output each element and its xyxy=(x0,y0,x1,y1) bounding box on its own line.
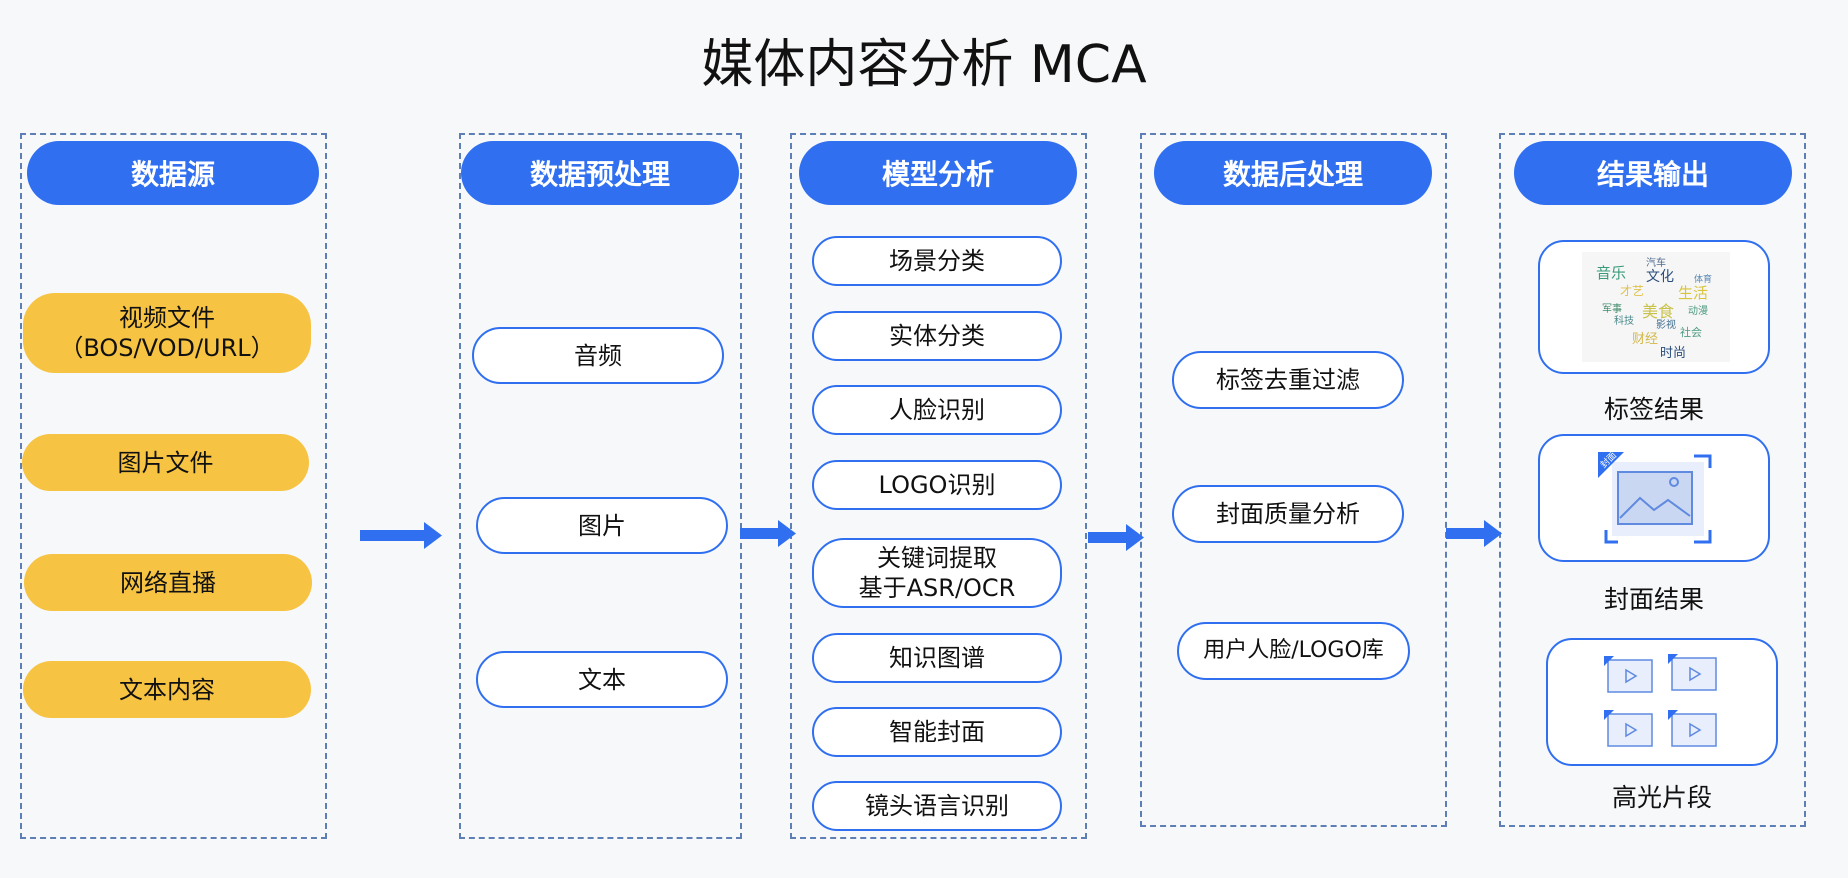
wc-word: 文化 xyxy=(1646,269,1674,285)
page-title: 媒体内容分析 MCA xyxy=(701,35,1147,95)
wc-word: 动漫 xyxy=(1688,306,1708,317)
preprocess-image: 图片 xyxy=(476,497,728,554)
model-smart-cover: 智能封面 xyxy=(812,707,1062,757)
tag-result-card: 汽车 音乐 文化 体育 才艺 生活 军事 美食 动漫 科技 影视 社会 财经 时… xyxy=(1538,240,1770,374)
post-tag-dedup: 标签去重过滤 xyxy=(1172,351,1404,409)
wc-word: 社会 xyxy=(1680,326,1702,339)
wc-word: 生活 xyxy=(1678,284,1709,302)
wc-word: 科技 xyxy=(1614,316,1634,327)
model-knowledge-graph: 知识图谱 xyxy=(812,633,1062,683)
column-output xyxy=(1499,133,1806,827)
model-entity-classification: 实体分类 xyxy=(812,311,1062,361)
wc-word: 体育 xyxy=(1694,275,1713,285)
header-data-source: 数据源 xyxy=(27,141,319,205)
preprocess-audio: 音频 xyxy=(472,327,724,384)
model-logo-recognition: LOGO识别 xyxy=(812,460,1062,510)
wc-word: 军事 xyxy=(1602,304,1622,315)
arrow-right-icon xyxy=(1446,520,1502,547)
source-image-file: 图片文件 xyxy=(22,434,309,491)
arrow-right-icon xyxy=(740,520,796,547)
model-scene-classification: 场景分类 xyxy=(812,236,1062,286)
post-cover-quality: 封面质量分析 xyxy=(1172,485,1404,543)
caption-highlight-clips: 高光片段 xyxy=(1611,783,1712,812)
word-cloud: 汽车 音乐 文化 体育 才艺 生活 军事 美食 动漫 科技 影视 社会 财经 时… xyxy=(1582,252,1730,362)
column-preprocess xyxy=(459,133,742,839)
column-data-source xyxy=(20,133,327,839)
header-preprocess: 数据预处理 xyxy=(461,141,739,205)
highlight-clips-card xyxy=(1546,638,1778,766)
arrow-right-icon xyxy=(1088,524,1144,551)
source-live-stream: 网络直播 xyxy=(24,554,312,611)
post-face-logo-library: 用户人脸/LOGO库 xyxy=(1177,622,1410,680)
preprocess-text: 文本 xyxy=(476,651,728,708)
arrow-right-icon xyxy=(360,522,442,549)
video-clips-icon xyxy=(1604,654,1717,747)
column-postprocess xyxy=(1140,133,1447,827)
header-model: 模型分析 xyxy=(799,141,1077,205)
source-text-content: 文本内容 xyxy=(23,661,311,718)
wc-word: 影视 xyxy=(1656,320,1676,331)
wc-word: 时尚 xyxy=(1660,346,1687,361)
cover-image-icon xyxy=(1598,452,1712,544)
cover-result-card: 封面 xyxy=(1538,434,1770,562)
caption-tag-result: 标签结果 xyxy=(1603,395,1704,424)
column-model xyxy=(790,133,1087,839)
wc-word: 汽车 xyxy=(1646,258,1666,269)
header-output: 结果输出 xyxy=(1514,141,1792,205)
source-video-file: 视频文件 （BOS/VOD/URL） xyxy=(23,293,311,373)
model-face-recognition: 人脸识别 xyxy=(812,385,1062,435)
wc-word: 财经 xyxy=(1632,332,1659,347)
model-shot-language: 镜头语言识别 xyxy=(812,781,1062,831)
header-postprocess: 数据后处理 xyxy=(1154,141,1432,205)
wc-word: 才艺 xyxy=(1620,284,1645,298)
wc-word: 美食 xyxy=(1642,302,1675,321)
model-keyword-extraction: 关键词提取 基于ASR/OCR xyxy=(812,538,1062,608)
wc-word: 音乐 xyxy=(1596,264,1627,282)
caption-cover-result: 封面结果 xyxy=(1603,585,1704,614)
